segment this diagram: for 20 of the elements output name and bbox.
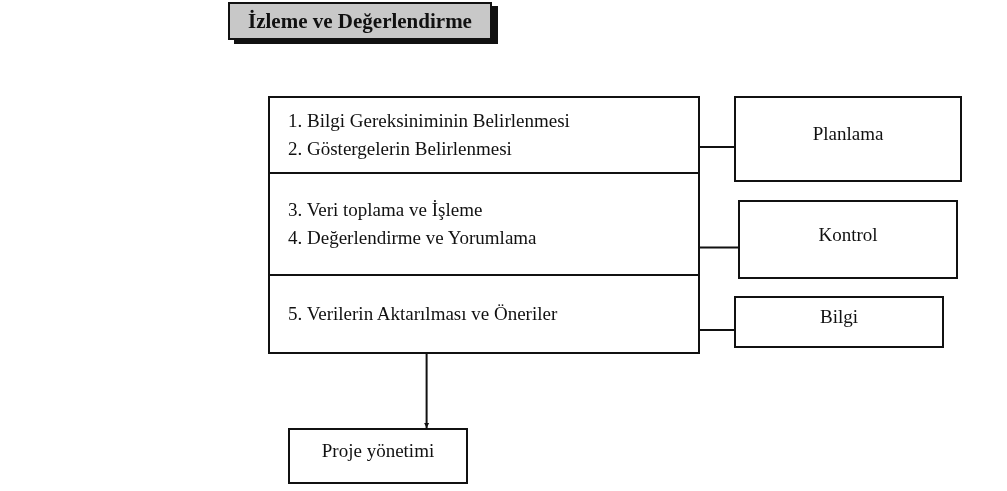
step-band [268,172,700,276]
process-box [288,428,468,484]
step-text: Planlama [812,123,884,145]
step-band [268,96,700,174]
step-text: 5. Verilerin Aktarılması ve Öneriler [288,303,559,325]
step-text: Proje yönetimi [321,440,435,462]
step-text: 3. Veri toplama ve İşleme [288,199,484,221]
arrow [424,353,430,429]
step-text: Kontrol [818,223,878,246]
process-box [738,200,958,279]
process-box [734,296,944,348]
connector-line [699,329,735,331]
step-text: 2. Göstergelerin Belirlenmesi [288,138,513,160]
process-box [734,96,962,182]
connector-line [699,146,735,148]
step-text: 1. Bilgi Gereksiniminin Belirlenmesi [288,110,571,132]
step-band [268,274,700,354]
step-text: Bilgi [820,306,858,328]
connector-line [699,246,739,249]
step-text: 4. Değerlendirme ve Yorumlama [288,227,538,249]
